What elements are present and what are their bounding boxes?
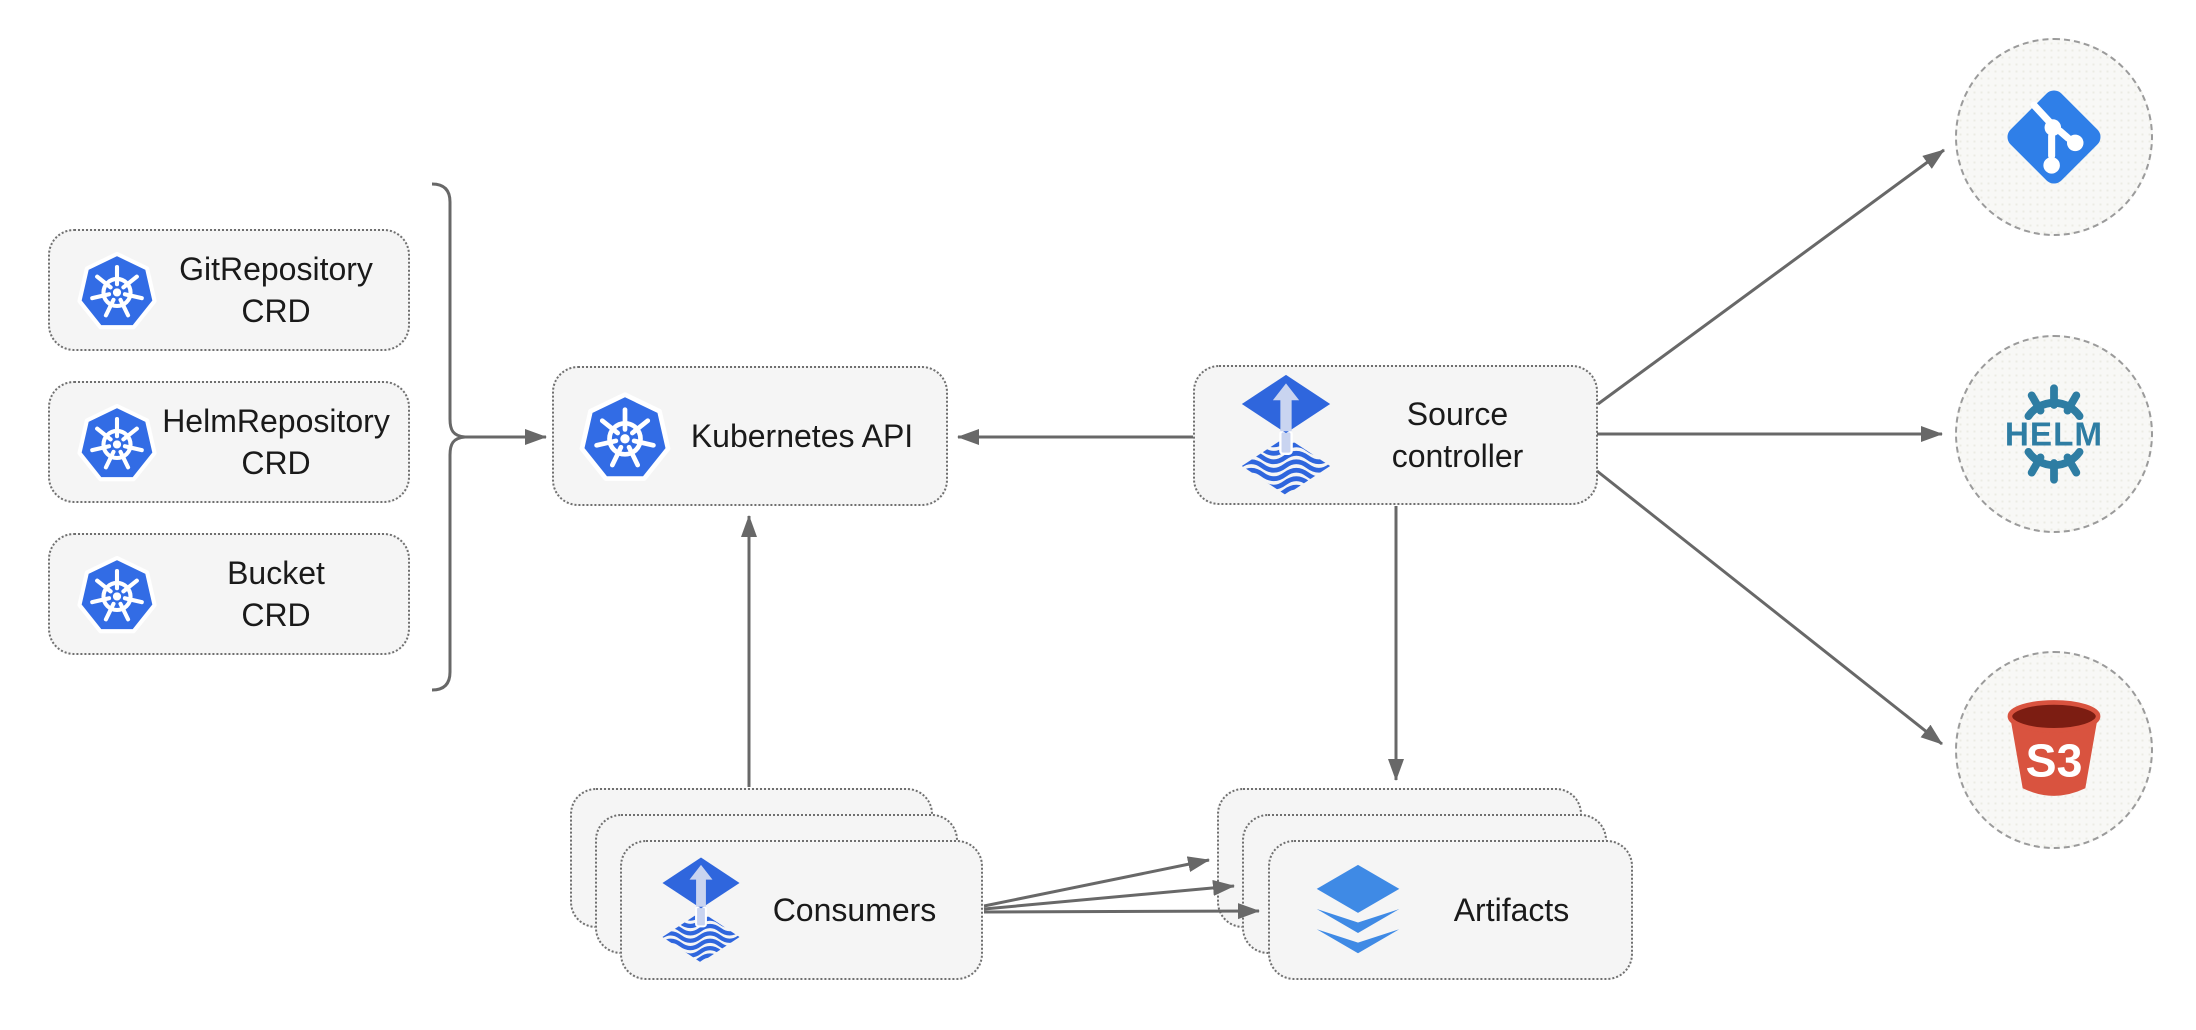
helmrepository-crd-node: HelmRepository CRD <box>48 381 410 503</box>
source-controller-label: Source controller <box>1391 395 1524 474</box>
kubernetes-icon <box>76 401 158 483</box>
kubernetes-api-label: Kubernetes API <box>690 417 914 454</box>
flux-icon <box>660 855 742 965</box>
consumers-label: Consumers <box>772 891 937 928</box>
s3-endpoint: S3 <box>1955 651 2153 849</box>
gitrepository-crd-label: GitRepository CRD <box>179 250 373 329</box>
helm-icon: HELM <box>2005 384 2103 484</box>
artifacts-label: Artifacts <box>1453 891 1570 928</box>
git-icon <box>2007 90 2101 184</box>
flux-icon <box>1239 373 1333 497</box>
kubernetes-api-node: Kubernetes API <box>552 366 948 506</box>
arrow-consumers-to-artifacts-back <box>983 856 1210 908</box>
s3-bucket-icon: S3 <box>2007 700 2101 796</box>
arrow-source-controller-to-s3 <box>1596 469 1943 746</box>
bucket-crd-node: Bucket CRD <box>48 533 410 655</box>
helm-wordmark: HELM <box>2005 416 2103 453</box>
bucket-crd-label: Bucket CRD <box>227 554 325 633</box>
kubernetes-icon <box>76 249 158 331</box>
s3-wordmark: S3 <box>2026 735 2083 787</box>
source-controller-node: Source controller <box>1193 365 1598 505</box>
arrow-consumers-to-artifacts-middle <box>983 879 1235 911</box>
helmrepository-crd-label: HelmRepository CRD <box>162 402 390 481</box>
crd-group-brace <box>431 182 466 692</box>
gitrepository-crd-node: GitRepository CRD <box>48 229 410 351</box>
git-endpoint <box>1955 38 2153 236</box>
arrow-source-controller-to-git <box>1597 148 1945 406</box>
kubernetes-icon <box>76 553 158 635</box>
consumers-node: Consumers <box>620 840 983 980</box>
artifacts-node: Artifacts <box>1268 840 1633 980</box>
helm-endpoint: HELM <box>1955 335 2153 533</box>
kubernetes-icon <box>578 389 672 483</box>
layers-icon <box>1316 864 1400 954</box>
